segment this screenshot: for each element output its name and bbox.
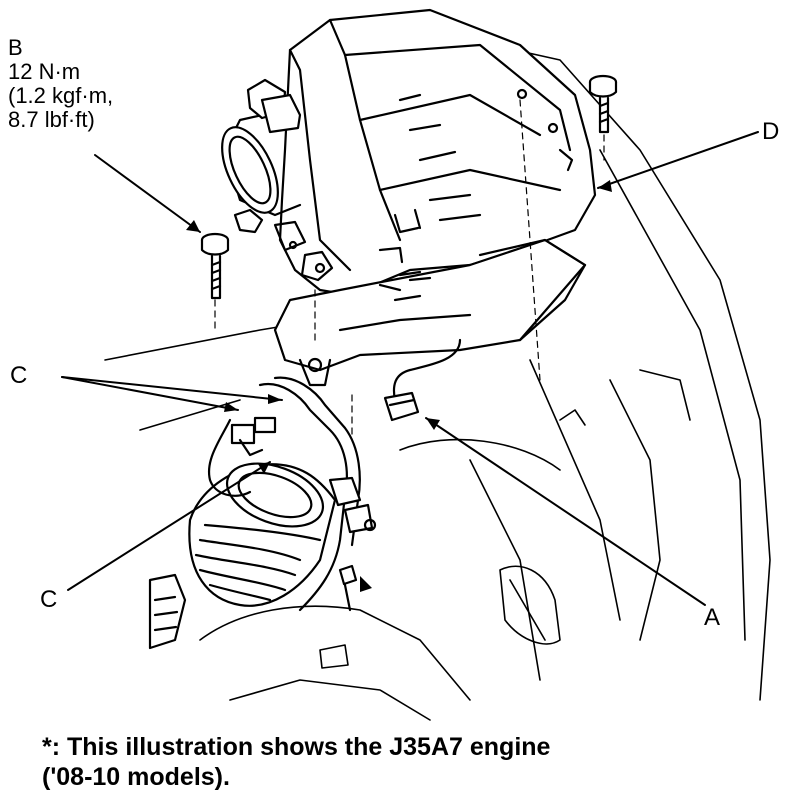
callout-c-lower: C: [40, 586, 58, 613]
leader-lines: [61, 131, 759, 606]
alignment-guides: [214, 99, 605, 441]
torque-spec-b: B 12 N·m (1.2 kgf·m, 8.7 lbf·ft): [8, 36, 113, 132]
leader-c2: [61, 376, 283, 401]
caption-line-2: ('08-10 models).: [42, 763, 230, 791]
engine-bay-background: [104, 39, 771, 721]
leader-d: [597, 131, 759, 189]
callout-d: D: [762, 118, 780, 145]
bolt-top: [588, 74, 618, 134]
leader-c3: [67, 461, 271, 591]
bolt-b: [200, 232, 230, 300]
wire-harness: [207, 338, 462, 612]
sensor-bracket: [148, 573, 187, 650]
caption-line-1: *: This illustration shows the J35A7 eng…: [42, 733, 551, 761]
air-cleaner-housing: [221, 8, 597, 297]
torque-kgf: (1.2 kgf·m,: [8, 83, 114, 108]
callout-c-upper: C: [10, 362, 28, 389]
torque-nm: 12 N·m: [8, 59, 81, 84]
torque-lbf: 8.7 lbf·ft): [8, 107, 95, 132]
callout-b-letter: B: [8, 35, 23, 60]
intake-duct: [188, 462, 337, 607]
leader-a: [425, 417, 706, 606]
leader-c1: [61, 376, 239, 411]
arrowheads: [186, 180, 612, 592]
callout-a: A: [704, 604, 721, 631]
illustration-caption: *: This illustration shows the J35A7 eng…: [42, 732, 550, 792]
air-cleaner-lower-tray: [273, 238, 587, 387]
leader-b: [94, 154, 201, 233]
